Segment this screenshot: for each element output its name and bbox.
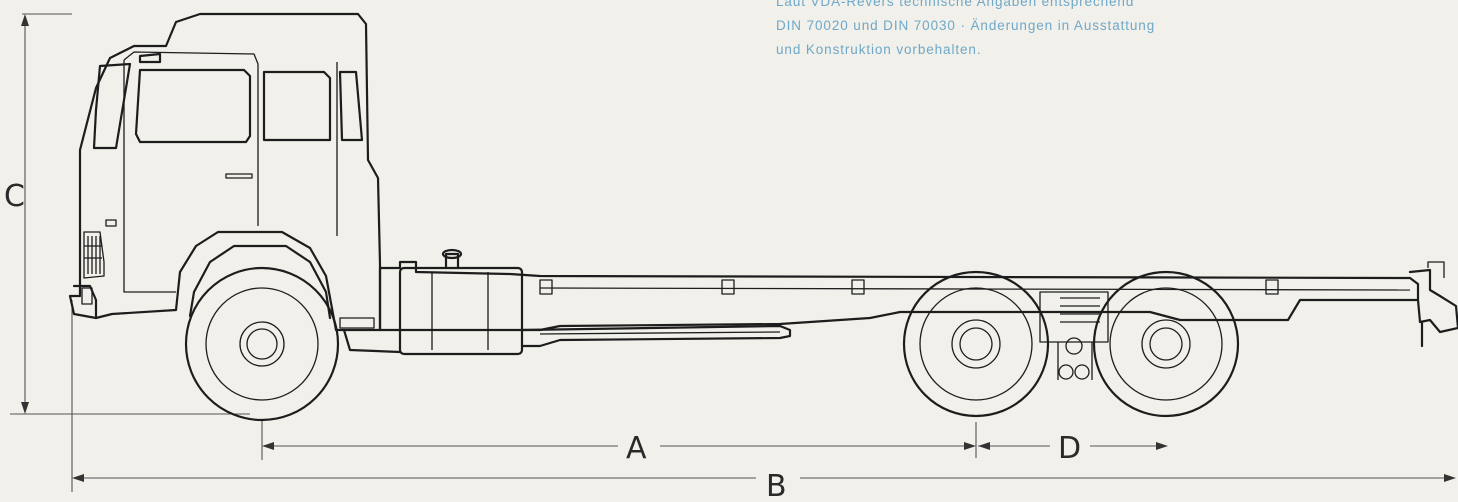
technical-note-line-3: und Konstruktion vorbehalten.	[776, 42, 982, 57]
rear-wheel-2	[1092, 270, 1240, 418]
technical-note-line-2: DIN 70020 und DIN 70030 · Änderungen in …	[776, 18, 1156, 33]
rear-suspension	[1039, 291, 1109, 380]
rear-wheel-1	[902, 270, 1050, 418]
dimension-d-label: D	[1058, 431, 1081, 466]
dimension-b-label: B	[766, 469, 787, 502]
dimension-b: B	[71, 300, 1456, 502]
fuel-tank	[398, 248, 524, 356]
dimension-c: C	[4, 13, 250, 415]
technical-note-line-1: Laut VDA-Revers technische Angaben entsp…	[776, 0, 1135, 9]
technical-note: Laut VDA-Revers technische Angaben entsp…	[776, 0, 1296, 62]
chassis-frame	[378, 260, 1458, 348]
dimension-d: D	[975, 422, 1168, 466]
dimension-c-label: C	[4, 179, 25, 214]
dimension-a-label: A	[626, 431, 647, 466]
truck-cab	[68, 12, 382, 332]
exhaust-pipe	[342, 324, 792, 354]
dimension-a: A	[261, 420, 976, 466]
front-wheel	[184, 266, 340, 422]
